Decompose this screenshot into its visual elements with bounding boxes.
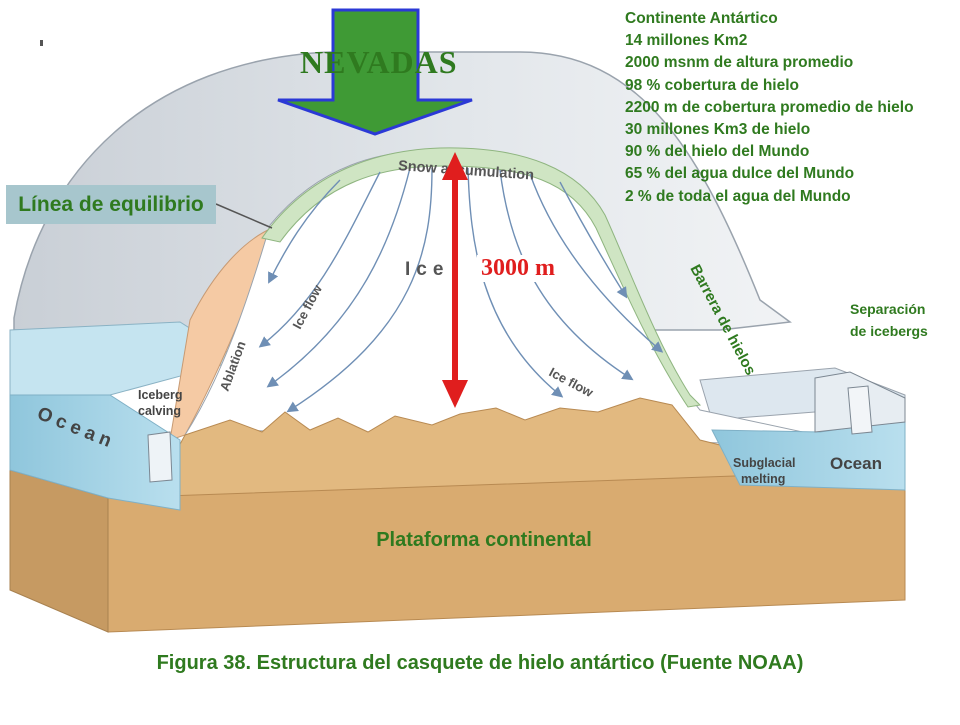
iceberg-calving-label-2: calving bbox=[138, 404, 181, 418]
iceberg-separation-line-1: Separación bbox=[850, 301, 926, 317]
iceberg-left bbox=[147, 431, 173, 483]
fact-line: Continente Antártico bbox=[625, 10, 778, 27]
continental-platform-label: Plataforma continental bbox=[358, 520, 610, 560]
ice-height-label: 3000 m bbox=[477, 255, 559, 282]
subglacial-label-1: Subglacial bbox=[733, 456, 796, 470]
iceberg-calving-label-1: Iceberg bbox=[138, 388, 182, 402]
ocean-right-block bbox=[711, 419, 906, 491]
fact-line: 2000 msnm de altura promedio bbox=[625, 54, 854, 72]
snowfall-label: NEVADAS bbox=[300, 44, 458, 80]
fact-line: 30 millones Km3 de hielo bbox=[625, 121, 811, 139]
figure-caption: Figura 38. Estructura del casquete de hi… bbox=[156, 652, 804, 674]
ocean-left-front bbox=[9, 394, 181, 511]
fact-line: 65 % del agua dulce del Mundo bbox=[625, 165, 855, 183]
equilibrium-pointer bbox=[215, 203, 273, 229]
ocean-left-surface bbox=[9, 321, 242, 396]
fact-line: 2200 m de cobertura promedio de hielo bbox=[625, 98, 914, 116]
equilibrium-line-label: Línea de equilibrio bbox=[6, 185, 216, 224]
ocean-right-label: Ocean bbox=[830, 454, 882, 473]
snowfall-arrow bbox=[277, 8, 473, 136]
antarctica-facts: Continente Antártico 14 millones Km2 200… bbox=[625, 8, 955, 208]
fact-line: 90 % del hielo del Mundo bbox=[625, 143, 810, 161]
stray-mark bbox=[40, 40, 43, 46]
subglacial-label-2: melting bbox=[741, 472, 785, 486]
iceberg-separation-label: Separación de icebergs bbox=[850, 298, 928, 342]
ice-flow-lines bbox=[258, 167, 664, 413]
iceberg-separation-line-2: de icebergs bbox=[850, 323, 928, 339]
ice-label: Ice bbox=[405, 259, 449, 280]
snow-accumulation-band bbox=[261, 147, 702, 408]
height-arrow bbox=[442, 152, 468, 408]
fact-line: 14 millones Km2 bbox=[625, 32, 748, 50]
iceberg-right bbox=[847, 385, 873, 435]
fact-line: 98 % cobertura de hielo bbox=[625, 76, 799, 94]
fact-line: 2 % de toda el agua del Mundo bbox=[625, 187, 851, 205]
